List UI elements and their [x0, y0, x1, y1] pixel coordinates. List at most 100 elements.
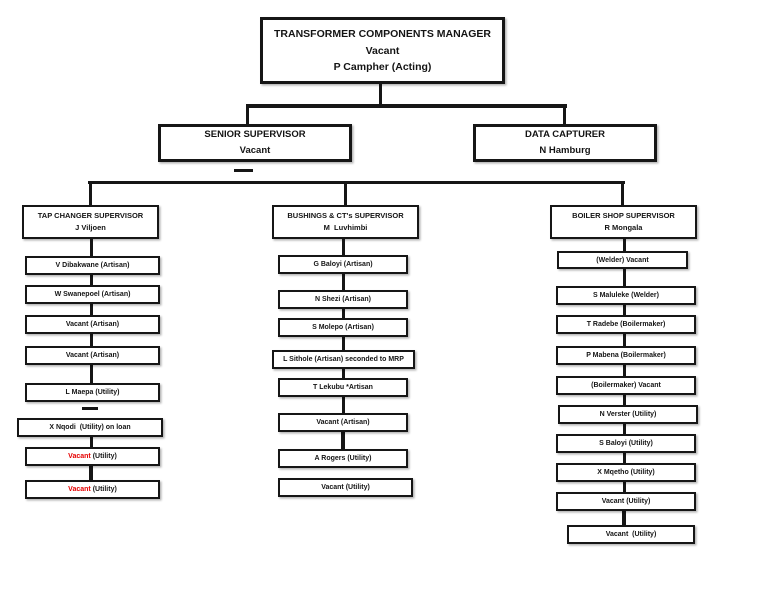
boiler-node-7: S Baloyi (Utility) [556, 434, 696, 453]
node-label: S Molepo (Artisan) [312, 324, 374, 331]
node-label: (Boilermaker) Vacant [591, 382, 661, 389]
connector-level1-bar [246, 104, 567, 108]
node-label: P Mabena (Boilermaker) [586, 352, 666, 359]
connector-boiler-9 [622, 510, 626, 525]
boiler-node-4: P Mabena (Boilermaker) [556, 346, 696, 365]
tap-node-2: W Swanepoel (Artisan) [25, 285, 160, 304]
data-capturer-name: N Hamburg [539, 145, 591, 156]
node-label: V Dibakwane (Artisan) [55, 262, 130, 269]
node-label: T Lekubu *Artisan [313, 384, 373, 391]
node-label: L Sithole (Artisan) seconded to MRP [283, 356, 404, 363]
boiler-title: BOILER SHOP SUPERVISOR [572, 211, 675, 220]
connector-boiler-3 [623, 333, 626, 346]
connector-bushings-4 [342, 368, 345, 379]
org-node-senior-supervisor: SENIOR SUPERVISOR Vacant [158, 124, 352, 162]
node-label: Vacant (Artisan) [65, 321, 120, 328]
node-label: X Nqodi (Utility) on loan [49, 424, 131, 431]
bushings-node-5: T Lekubu *Artisan [278, 378, 408, 397]
root-status: Vacant [365, 44, 400, 57]
node-label: Vacant (Utility) [321, 484, 370, 491]
node-label: (Utility) [90, 453, 117, 460]
connector-bushings-drop [344, 183, 347, 205]
connector-senior-drop [246, 106, 249, 124]
connector-boiler-6 [623, 423, 626, 434]
boiler-node-3: T Radebe (Boilermaker) [556, 315, 696, 334]
senior-title: SENIOR SUPERVISOR [204, 128, 306, 140]
connector-tap-dash [82, 407, 98, 410]
node-label: Vacant (Artisan) [316, 419, 370, 426]
boiler-node-1: (Welder) Vacant [557, 251, 688, 269]
connector-data-capturer-drop [563, 106, 566, 124]
connector-senior-dash [234, 169, 253, 172]
connector-tap-0 [90, 239, 93, 256]
org-node-data-capturer: DATA CAPTURER N Hamburg [473, 124, 657, 162]
node-label: S Baloyi (Utility) [599, 440, 653, 447]
vacant-label: Vacant [68, 453, 91, 460]
data-capturer-title: DATA CAPTURER [524, 128, 606, 140]
senior-name: Vacant [239, 145, 271, 156]
bushings-node-8: Vacant (Utility) [278, 478, 413, 497]
org-node-boiler-shop-supervisor: BOILER SHOP SUPERVISOR R Mongala [550, 205, 697, 239]
connector-boiler-5 [623, 394, 626, 405]
connector-bushings-1 [342, 273, 345, 291]
connector-tap-drop [89, 183, 92, 205]
node-label: N Verster (Utility) [599, 411, 657, 418]
tap-node-5: L Maepa (Utility) [25, 383, 160, 402]
bushings-name: M Luvhimbi [323, 223, 368, 232]
connector-bushings-0 [342, 239, 345, 256]
connector-bushings-2 [342, 308, 345, 319]
node-label: N Shezi (Artisan) [314, 296, 371, 303]
node-label: G Baloyi (Artisan) [313, 261, 373, 268]
org-node-bushings-cts-supervisor: BUSHINGS & CT's SUPERVISOR M Luvhimbi [272, 205, 419, 239]
connector-boiler-7 [623, 452, 626, 463]
node-label: Vacant (Utility) [601, 498, 651, 505]
node-label: Vacant (Artisan) [65, 352, 120, 359]
connector-bushings-5 [342, 396, 345, 414]
boiler-name: R Mongala [604, 223, 643, 232]
connector-boiler-1 [623, 268, 626, 286]
tap-node-8: Vacant (Utility) [25, 480, 160, 499]
node-label: (Utility) [90, 486, 117, 493]
tap-node-4: Vacant (Artisan) [25, 346, 160, 365]
connector-tap-1 [90, 274, 93, 286]
connector-bushings-6 [341, 431, 345, 450]
root-title: TRANSFORMER COMPONENTS MANAGER [274, 28, 491, 40]
connector-bushings-3 [342, 336, 345, 351]
connector-tap-6 [90, 436, 93, 448]
bushings-node-1: G Baloyi (Artisan) [278, 255, 408, 274]
vacant-label: Vacant [68, 486, 91, 493]
tap-title: TAP CHANGER SUPERVISOR [37, 211, 144, 220]
root-acting: P Campher (Acting) [333, 61, 432, 73]
boiler-node-9: Vacant (Utility) [556, 492, 696, 511]
node-label: T Radebe (Boilermaker) [586, 321, 666, 328]
tap-node-3: Vacant (Artisan) [25, 315, 160, 334]
connector-boiler-8 [623, 481, 626, 492]
connector-level2-bar [88, 181, 625, 184]
bushings-node-3: S Molepo (Artisan) [278, 318, 408, 337]
connector-boiler-4 [623, 364, 626, 376]
bushings-node-7: A Rogers (Utility) [278, 449, 408, 468]
bushings-title: BUSHINGS & CT's SUPERVISOR [287, 211, 404, 220]
connector-root-down [379, 84, 382, 105]
bushings-node-6: Vacant (Artisan) [278, 413, 408, 432]
connector-boiler-drop [621, 183, 624, 205]
org-node-tap-changer-supervisor: TAP CHANGER SUPERVISOR J Viljoen [22, 205, 159, 239]
connector-tap-3 [90, 333, 93, 347]
boiler-node-10: Vacant (Utility) [567, 525, 695, 544]
connector-boiler-0 [623, 239, 626, 251]
bushings-node-2: N Shezi (Artisan) [278, 290, 408, 309]
node-label: L Maepa (Utility) [65, 389, 120, 396]
node-label: W Swanepoel (Artisan) [54, 291, 131, 298]
tap-node-1: V Dibakwane (Artisan) [25, 256, 160, 275]
node-label: Vacant (Utility) [605, 531, 657, 538]
tap-node-6: X Nqodi (Utility) on loan [17, 418, 163, 437]
boiler-node-2: S Maluleke (Welder) [556, 286, 696, 305]
connector-tap-4 [90, 364, 93, 384]
boiler-node-5: (Boilermaker) Vacant [556, 376, 696, 395]
tap-node-7: Vacant (Utility) [25, 447, 160, 466]
connector-tap-2 [90, 303, 93, 316]
node-label: (Welder) Vacant [596, 256, 649, 264]
bushings-node-4: L Sithole (Artisan) seconded to MRP [272, 350, 415, 369]
boiler-node-6: N Verster (Utility) [558, 405, 698, 424]
